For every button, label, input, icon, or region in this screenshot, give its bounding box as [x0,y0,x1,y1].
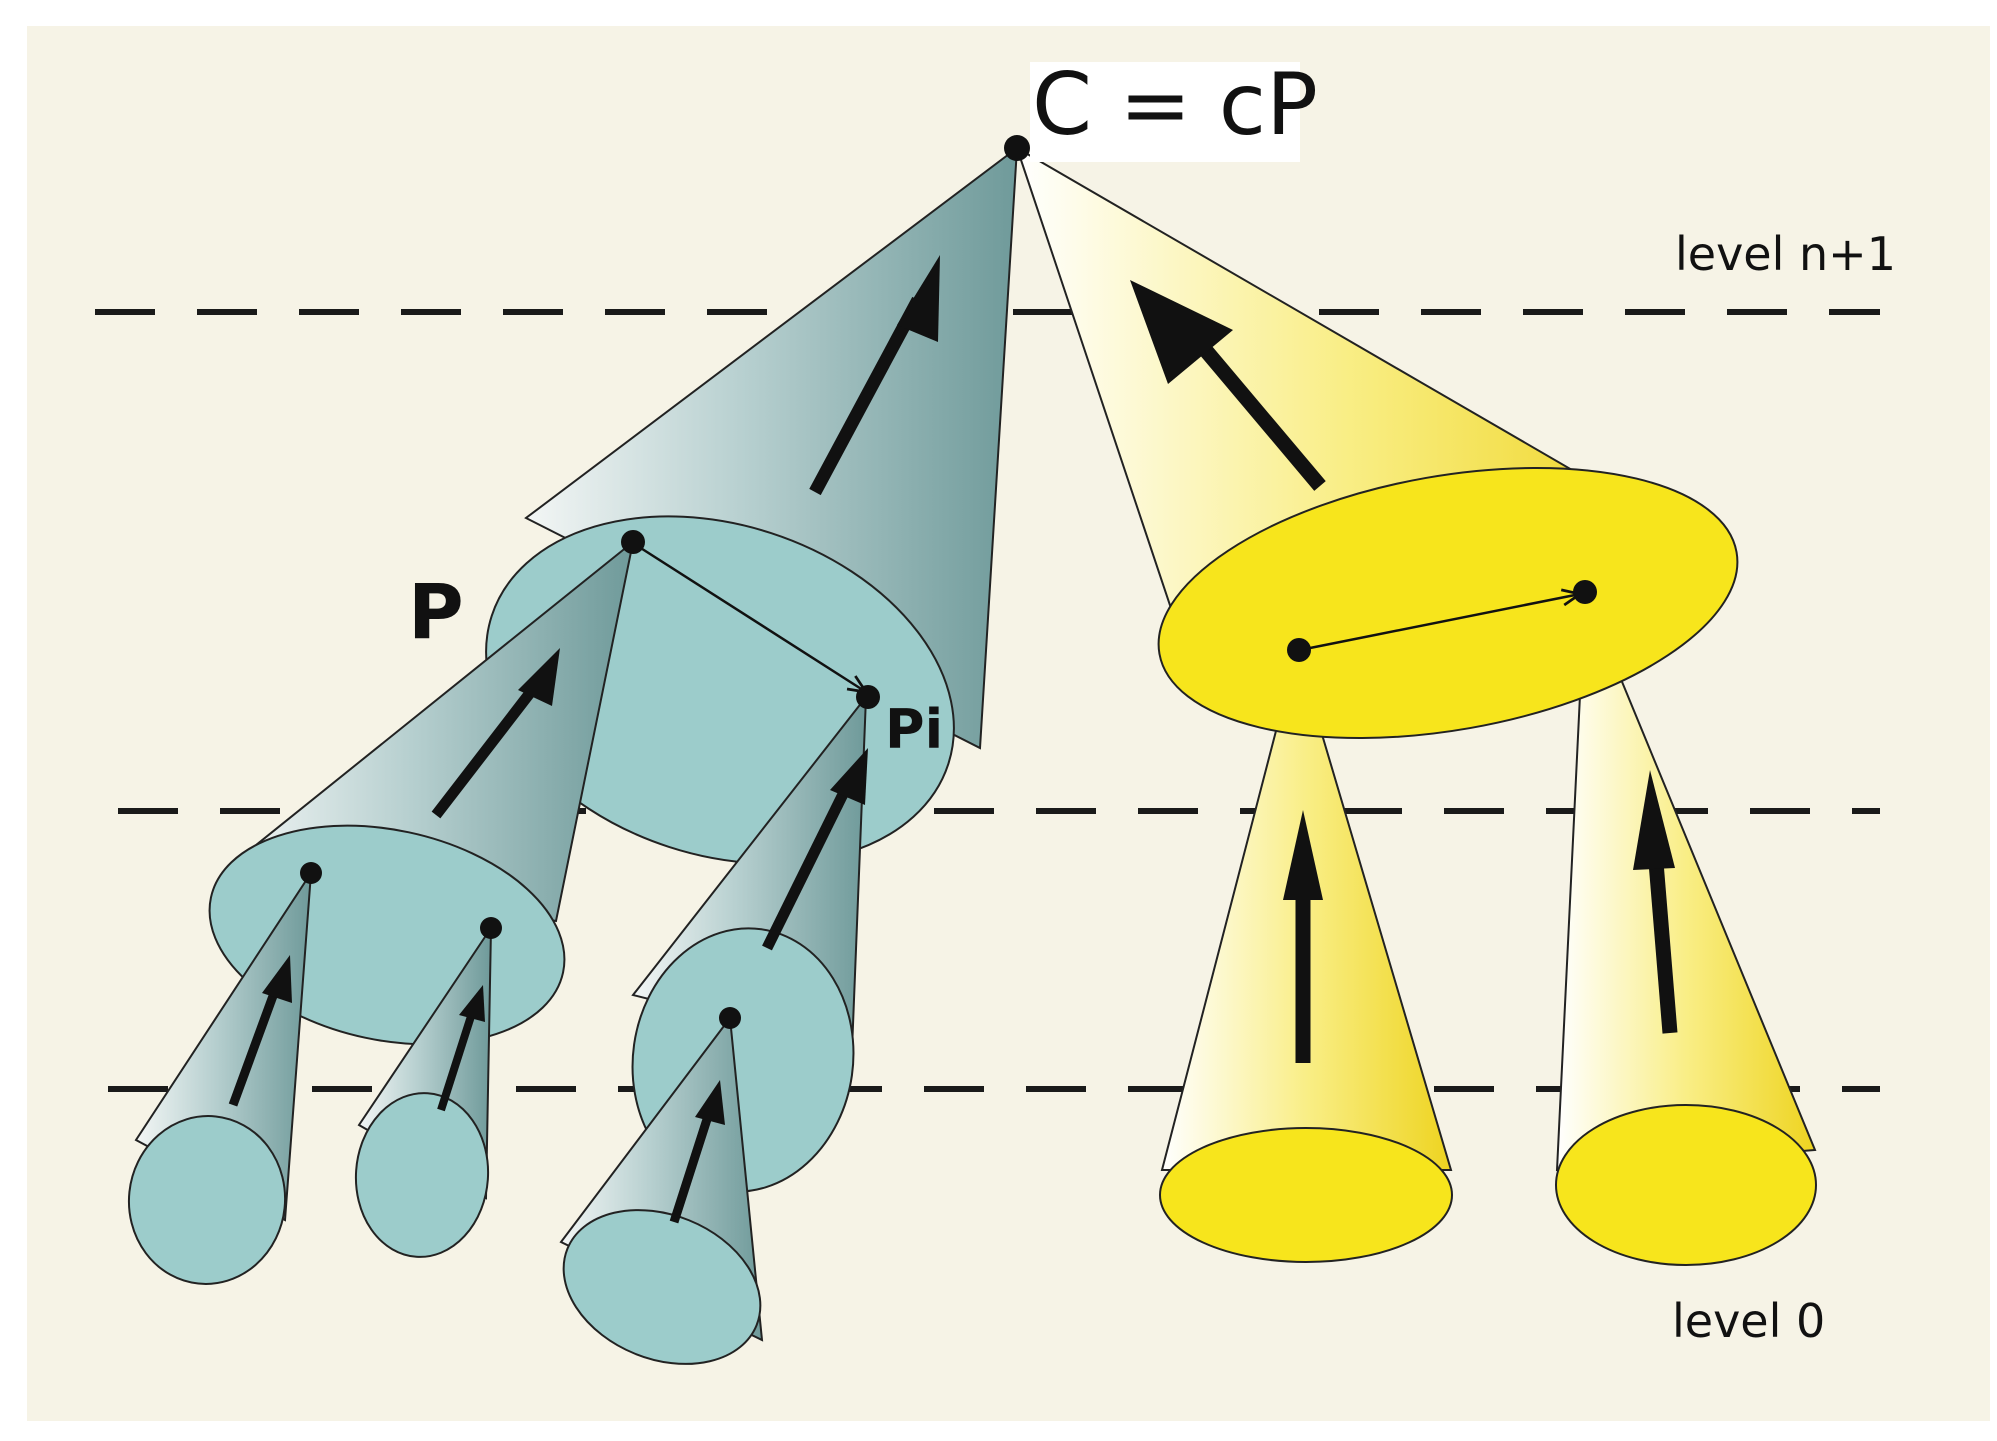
yellow-arrows [1130,280,1678,1063]
yellow-node-left [1287,638,1311,662]
blue-subtree [127,145,1019,1365]
level-bottom-label: level 0 [1672,1294,1825,1348]
yellow-small-cone-right [1555,591,1817,1266]
blue-small-cone-1 [127,869,313,1285]
yellow-link-arrow [1299,594,1580,652]
node-pi [856,685,880,709]
node-leaf-2 [480,917,502,939]
yellow-node-right [1573,580,1597,604]
yellow-big-cone [1015,145,1739,740]
level-top-label: level n+1 [1675,227,1896,281]
apex-label-backdrop [1030,62,1300,162]
node-p-label: P [408,567,464,656]
apex-label: C = cP [1032,55,1318,155]
blue-small-cone-2 [354,924,493,1258]
apex-node [1004,135,1030,161]
blue-link-arrow [635,543,866,692]
yellow-subtree [1015,145,1817,1266]
node-pi-label: Pi [885,698,943,761]
node-p [621,530,645,554]
blue-arrows [228,255,940,1224]
node-leaf-3 [719,1007,741,1029]
node-leaf-1 [300,862,322,884]
